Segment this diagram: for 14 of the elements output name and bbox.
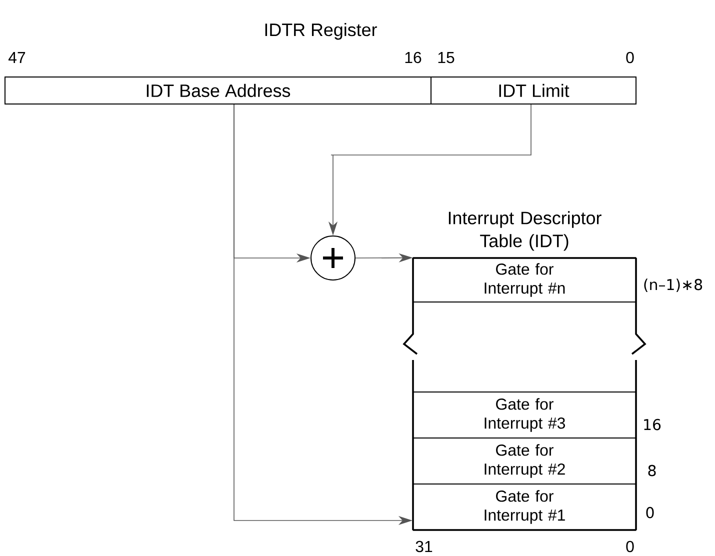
offset-label: 8 bbox=[648, 464, 656, 476]
gate-row: Gate for Interrupt #1 bbox=[412, 484, 636, 530]
register-field: IDT Base Address bbox=[4, 76, 432, 104]
offset-label: 16 bbox=[644, 418, 661, 430]
gate-row: Gate for Interrupt #3 bbox=[412, 392, 636, 438]
register-heading: IDTR Register bbox=[265, 23, 377, 40]
gate-row: Gate for Interrupt #n bbox=[412, 258, 636, 302]
gate-row: Gate for Interrupt #2 bbox=[412, 438, 636, 484]
offset-label: 0 bbox=[646, 506, 654, 518]
bit-number: 15 bbox=[438, 52, 454, 64]
offset-label: (n–1)∗8 bbox=[644, 278, 702, 292]
adder-symbol bbox=[310, 236, 356, 280]
register-field: IDT Limit bbox=[430, 76, 636, 104]
bit-number: 16 bbox=[405, 52, 422, 64]
